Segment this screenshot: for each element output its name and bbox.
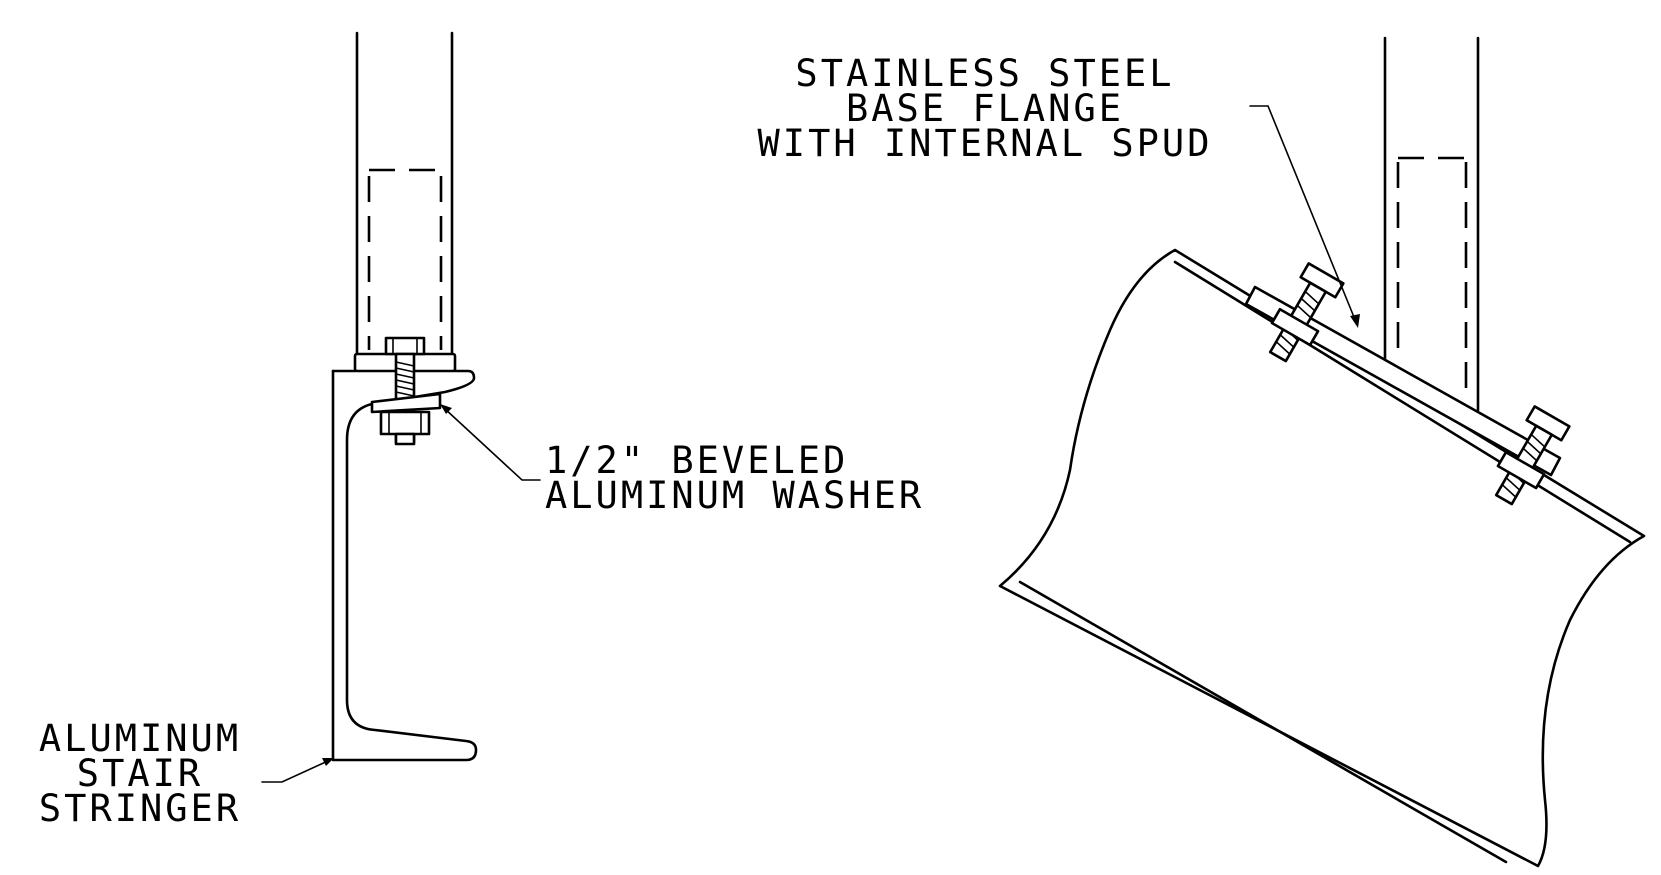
stringer-label: ALUMINUM STAIR STRINGER [39, 717, 241, 830]
flange-label-line-1: STAINLESS STEEL [795, 52, 1174, 95]
right-detail [998, 36, 1646, 868]
flange-label-line-3: WITH INTERNAL SPUD [758, 122, 1213, 165]
flange-label: STAINLESS STEEL BASE FLANGE WITH INTERNA… [758, 52, 1213, 165]
lower-bolt [1494, 405, 1571, 506]
stringer-top-inner-line [1173, 260, 1632, 544]
stringer-label-line-1: ALUMINUM [39, 717, 241, 760]
washer-leader [443, 407, 541, 481]
washer-label: 1/2" BEVELED ALUMINUM WASHER [545, 439, 924, 517]
stringer-leader [261, 759, 331, 783]
stringer-label-line-3: STRINGER [39, 787, 241, 830]
stair-stringer-channel [331, 369, 478, 762]
stringer-bottom-inner-line [1018, 580, 1508, 864]
round-stringer-body [998, 248, 1646, 868]
washer-label-line-1: 1/2" BEVELED [545, 439, 848, 482]
flange-label-line-2: BASE FLANGE [846, 87, 1124, 130]
flange-leader [1249, 105, 1357, 323]
upper-bolt [1268, 262, 1345, 363]
bolt-threads [395, 361, 415, 397]
left-detail [261, 31, 541, 783]
bolt-head [384, 336, 426, 356]
washer-label-line-2: ALUMINUM WASHER [545, 474, 924, 517]
stringer-label-line-2: STAIR [77, 752, 203, 795]
inclined-base-flange [1244, 285, 1562, 477]
beveled-washer [370, 392, 442, 414]
